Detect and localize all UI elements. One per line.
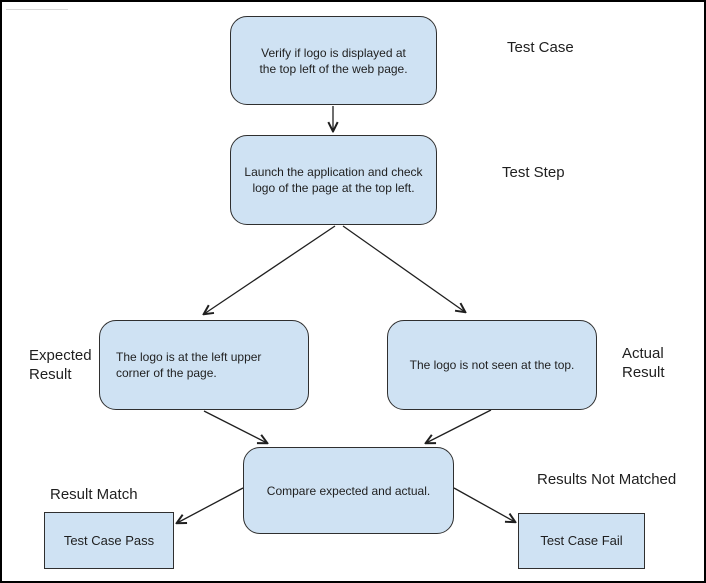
arrow-test-step-to-expected-result (204, 225, 336, 314)
node-actual-result-text: The logo is not seen at the top. (409, 358, 575, 372)
node-test-case-pass-text: Test Case Pass (63, 532, 155, 548)
label-results-not-matched: Results Not Matched (537, 471, 677, 488)
node-test-case-text: Verify if logo is displayed at the top l… (259, 45, 408, 76)
label-actual-result: Actual Result (622, 345, 665, 381)
node-test-case-fail: Test Case Fail (518, 513, 645, 569)
node-test-case-pass: Test Case Pass (44, 512, 174, 569)
label-result-match: Result Match (50, 486, 138, 503)
node-expected-result: The logo is at the left upper corner of … (99, 320, 309, 410)
arrow-compare-to-pass (177, 487, 244, 523)
node-test-case-fail-text: Test Case Fail (540, 533, 623, 548)
node-compare-text: Compare expected and actual. (266, 483, 431, 498)
label-test-case: Test Case (507, 39, 574, 56)
top-left-artifact-line (6, 9, 68, 10)
arrow-expected-result-to-compare (203, 410, 267, 443)
label-test-step: Test Step (502, 164, 565, 181)
node-expected-result-text: The logo is at the left upper corner of … (116, 350, 262, 380)
node-test-step: Launch the application and check logo of… (230, 135, 437, 225)
arrow-actual-result-to-compare (426, 409, 492, 443)
arrow-compare-to-fail (453, 487, 515, 522)
node-test-case: Verify if logo is displayed at the top l… (230, 16, 437, 105)
label-expected-result: Expected Result (29, 347, 92, 383)
node-compare: Compare expected and actual. (243, 447, 454, 534)
node-test-step-text: Launch the application and check logo of… (244, 165, 423, 195)
node-actual-result: The logo is not seen at the top. (387, 320, 597, 410)
arrow-test-step-to-actual-result (342, 225, 465, 312)
